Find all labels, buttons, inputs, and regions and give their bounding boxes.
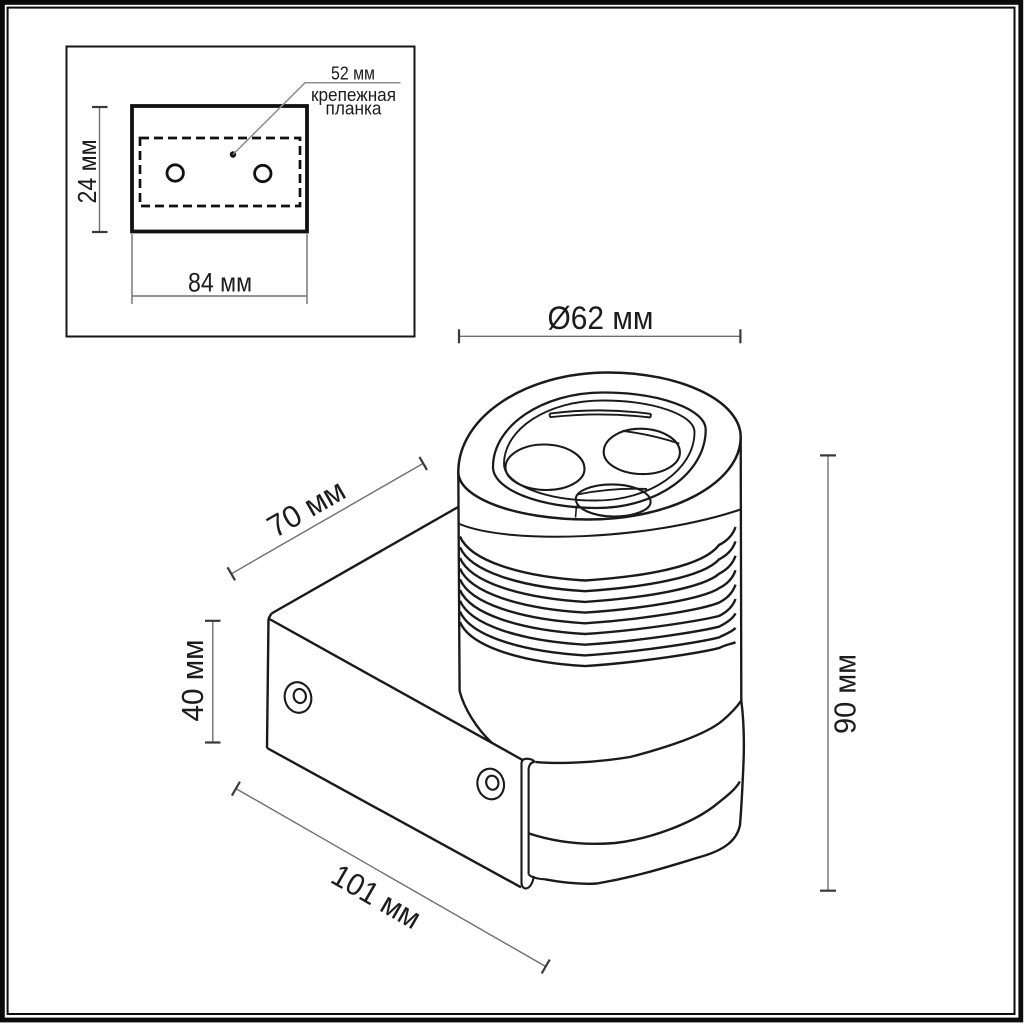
svg-text:84 мм: 84 мм xyxy=(188,268,252,298)
svg-text:крепежная: крепежная xyxy=(311,84,396,105)
svg-text:планка: планка xyxy=(326,98,383,119)
svg-text:52 мм: 52 мм xyxy=(331,63,375,84)
svg-text:24 мм: 24 мм xyxy=(72,140,102,204)
svg-text:90 мм: 90 мм xyxy=(828,654,863,734)
svg-text:40 мм: 40 мм xyxy=(175,640,210,722)
svg-text:Ø62 мм: Ø62 мм xyxy=(548,300,654,336)
